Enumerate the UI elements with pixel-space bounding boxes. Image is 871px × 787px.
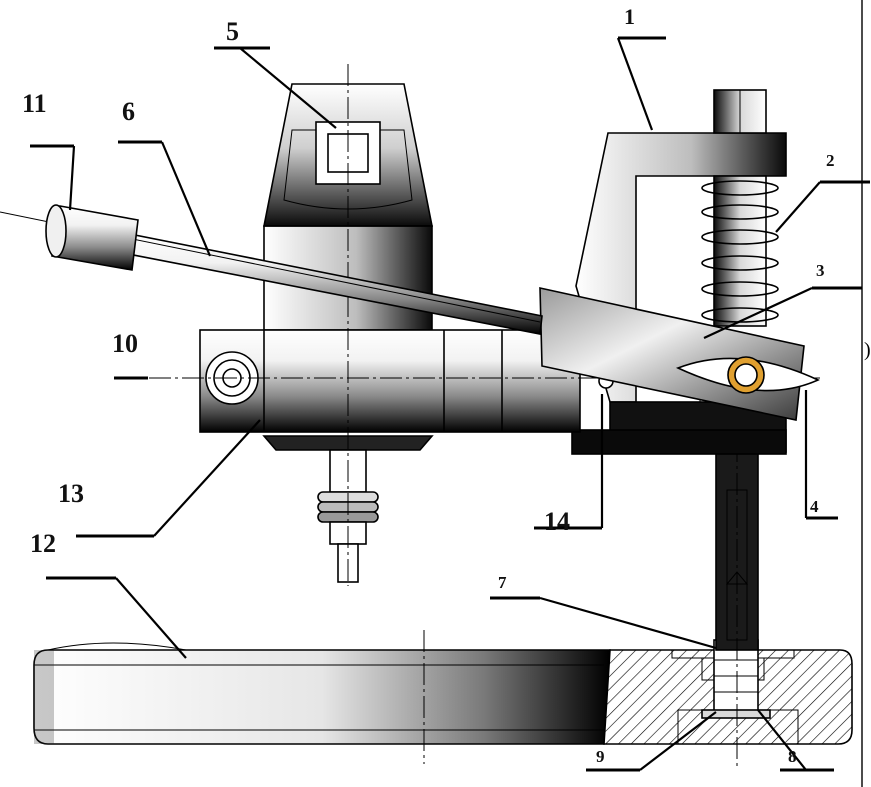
label-6: 6 bbox=[122, 97, 135, 126]
label-8: 8 bbox=[788, 747, 797, 766]
label-5: 5 bbox=[226, 17, 239, 46]
base-plate bbox=[33, 642, 611, 745]
lever-plate bbox=[539, 286, 820, 421]
label-4: 4 bbox=[810, 497, 819, 516]
label-2: 2 bbox=[826, 151, 835, 170]
label-13: 13 bbox=[58, 479, 84, 508]
label-14: 14 bbox=[544, 507, 570, 536]
base-section-hatched bbox=[603, 639, 853, 745]
spring bbox=[701, 175, 779, 327]
screw-head bbox=[713, 89, 767, 134]
label-12: 12 bbox=[30, 529, 56, 558]
leader-lines bbox=[30, 36, 870, 772]
label-3: 3 bbox=[816, 261, 825, 280]
handle-knob bbox=[45, 204, 139, 271]
right-edge-mark: ) bbox=[864, 339, 871, 361]
label-10: 10 bbox=[112, 329, 138, 358]
label-1: 1 bbox=[624, 4, 635, 29]
label-9: 9 bbox=[596, 747, 605, 766]
label-11: 11 bbox=[22, 89, 47, 118]
label-7: 7 bbox=[498, 573, 507, 592]
part-labels: 1 2 3 4 5 6 7 8 9 10 11 12 13 14 bbox=[22, 4, 835, 766]
